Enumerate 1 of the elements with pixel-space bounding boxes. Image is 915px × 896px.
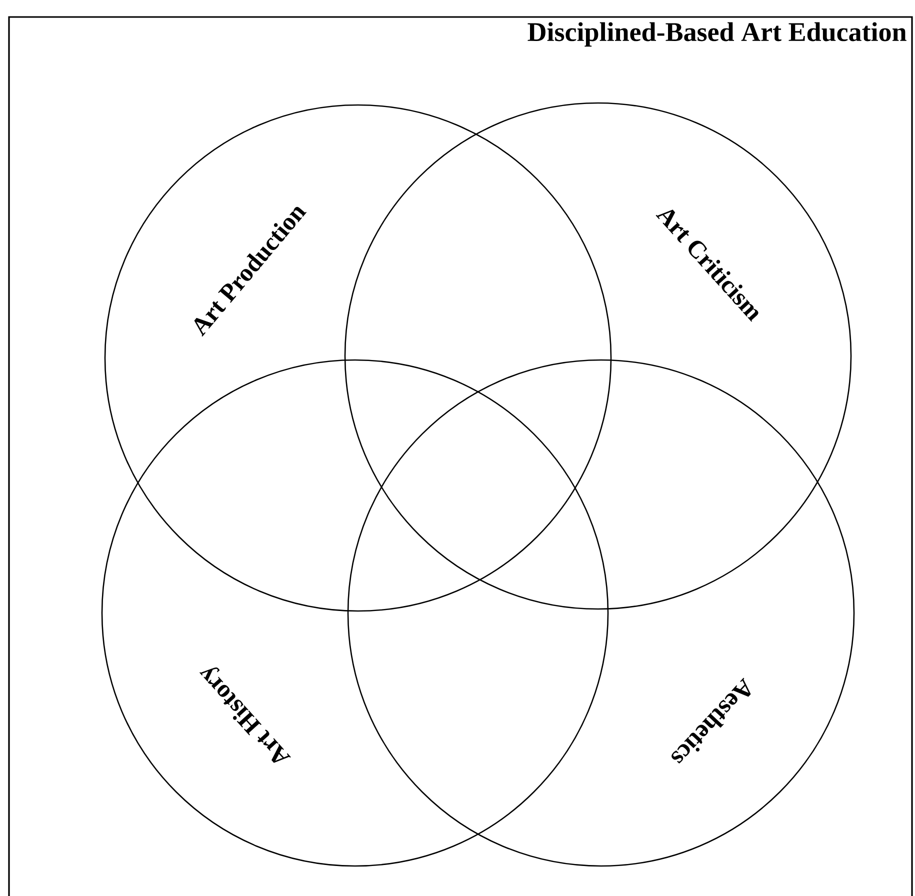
title: Disciplined-Based Art Education — [528, 22, 906, 47]
